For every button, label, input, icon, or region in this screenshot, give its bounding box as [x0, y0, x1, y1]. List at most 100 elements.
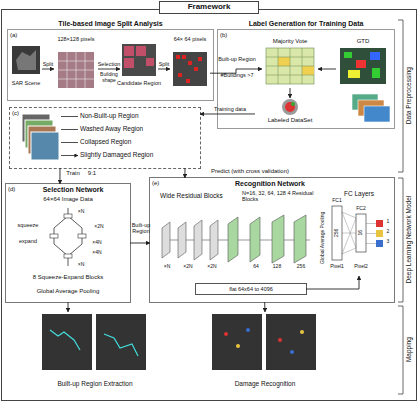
annotation-label: ×N [160, 264, 174, 270]
annotation-label: 256 [294, 264, 308, 270]
gtd-step: GTD [336, 38, 390, 88]
network-panel: Recognition Network(e)Wide Residual Bloc… [150, 178, 394, 302]
annotation-label: Pixel1 [326, 264, 348, 270]
connector-arrow [59, 168, 60, 184]
damage-dot [224, 332, 228, 336]
connector-arrow [306, 276, 359, 289]
connector-arrow [130, 242, 150, 243]
small-tile [178, 73, 182, 77]
class-item: Washed Away Region [80, 124, 195, 135]
gtd-patch [370, 52, 380, 60]
framework-frame: FrameworkTile-based Image Split Analysis… [2, 10, 416, 400]
vote-grid-lines [266, 48, 314, 84]
connector-arrow [42, 69, 54, 70]
node-text: FC Layers [328, 190, 390, 197]
node-text: Selection Network [18, 186, 128, 194]
residual-block [294, 215, 306, 263]
stage-label: Global Average Pooling [320, 208, 326, 268]
annotation-label: ×N [74, 209, 88, 215]
sar-image [12, 46, 40, 74]
edge-label: Split [157, 61, 171, 67]
vote-cell [302, 66, 314, 75]
stage-label: Data Preprocessing [405, 26, 412, 166]
annotation-label: ×4N [88, 250, 106, 256]
label-panel: Label Generation for Training Data(b)Maj… [218, 30, 394, 128]
annotation-label: squeeze [14, 222, 42, 228]
gtd-patch [344, 52, 352, 58]
tile-overlay [58, 52, 94, 88]
class-panel: (c)Non-Built-up RegionWashed Away Region… [10, 108, 200, 168]
node-text: Framework [160, 2, 258, 13]
node-subtext: (e) [152, 180, 166, 187]
node-subtext: (d) [8, 186, 22, 193]
connector-arrow [184, 168, 185, 178]
node-subtext: N=16, 32, 64, 128 4 Residual Blocks [242, 190, 320, 202]
fc-layer [332, 206, 342, 260]
damage-dot [236, 344, 240, 348]
expand-block [78, 234, 86, 238]
node-subtext: (b) [220, 32, 234, 39]
node-text: SAR Scene [6, 80, 46, 86]
node-text: Recognition Network [170, 180, 370, 188]
annotation-label: 9:1 [84, 170, 100, 177]
connector-arrow [158, 69, 170, 70]
annotation-label: 3 [385, 239, 391, 245]
stage-label: 256 [334, 223, 340, 243]
gtd-patch [348, 70, 360, 78]
node-text: Labeled DataSet [255, 117, 325, 124]
candidate-image [122, 44, 156, 76]
annotation-label: #Buildings >7 [212, 72, 262, 78]
node-text: Label Generation for Training Data [218, 20, 394, 28]
small-tile [182, 55, 186, 59]
squeeze-block [64, 214, 72, 218]
class-item: Slightly Damaged Region [80, 150, 195, 161]
small-tile [186, 79, 190, 83]
node-text: Damage Recognition [210, 380, 320, 387]
network-part: 64×64 Image Data [12, 196, 124, 205]
node-text: 64×64 Image Data [12, 196, 124, 203]
dataset-step: Labeled DataSet [255, 98, 325, 126]
node-text: 64× 64 pixels [170, 36, 210, 42]
damage-dot [278, 338, 282, 342]
node-text: Washed Away Region [80, 125, 195, 132]
fc-connections [342, 212, 376, 254]
annotation-label: ×4N [88, 240, 106, 246]
connector-arrow [68, 302, 69, 312]
annotation-label: FC1 [330, 198, 344, 204]
node-text: 128×128 pixels [54, 36, 98, 42]
tile-grid [58, 52, 94, 88]
annotation-label: ×2N [180, 264, 196, 270]
residual-block [194, 220, 202, 260]
annotation-label: ×2N [204, 264, 220, 270]
node-text: Candidate Region [116, 80, 162, 86]
image-step: SAR Scene [10, 36, 42, 96]
fc-layer [356, 214, 366, 252]
edge-label: Built-up Region [212, 56, 262, 62]
residual-block [178, 222, 186, 258]
connector-arrow [318, 69, 336, 70]
residual-block [250, 217, 260, 262]
node-text: Collapsed Region [80, 138, 195, 145]
connector-arrow [264, 302, 265, 312]
edge-label: Training data [205, 106, 255, 112]
candidate-tile [124, 46, 134, 56]
tile-image [58, 52, 94, 88]
map-output: Damage Recognition [210, 312, 320, 390]
edge-label: Built-up Region [127, 222, 155, 234]
residual-block [162, 222, 170, 258]
residual-block [210, 220, 218, 260]
annotation-label: 128 [270, 264, 284, 270]
node-text: Global Average Pooling [12, 288, 124, 295]
image-step: Candidate Region [120, 36, 158, 96]
node-text: 8 Squeeze-Expand Blocks [12, 274, 124, 281]
map-image [266, 314, 316, 370]
output-class [376, 240, 383, 247]
annotation-label: 2 [385, 229, 391, 235]
vote-step: Majority Vote [262, 38, 318, 88]
small-tile [176, 55, 180, 59]
labeled-tile [364, 106, 390, 122]
connector-arrow [200, 113, 255, 114]
annotation-label: 64 [250, 264, 262, 270]
